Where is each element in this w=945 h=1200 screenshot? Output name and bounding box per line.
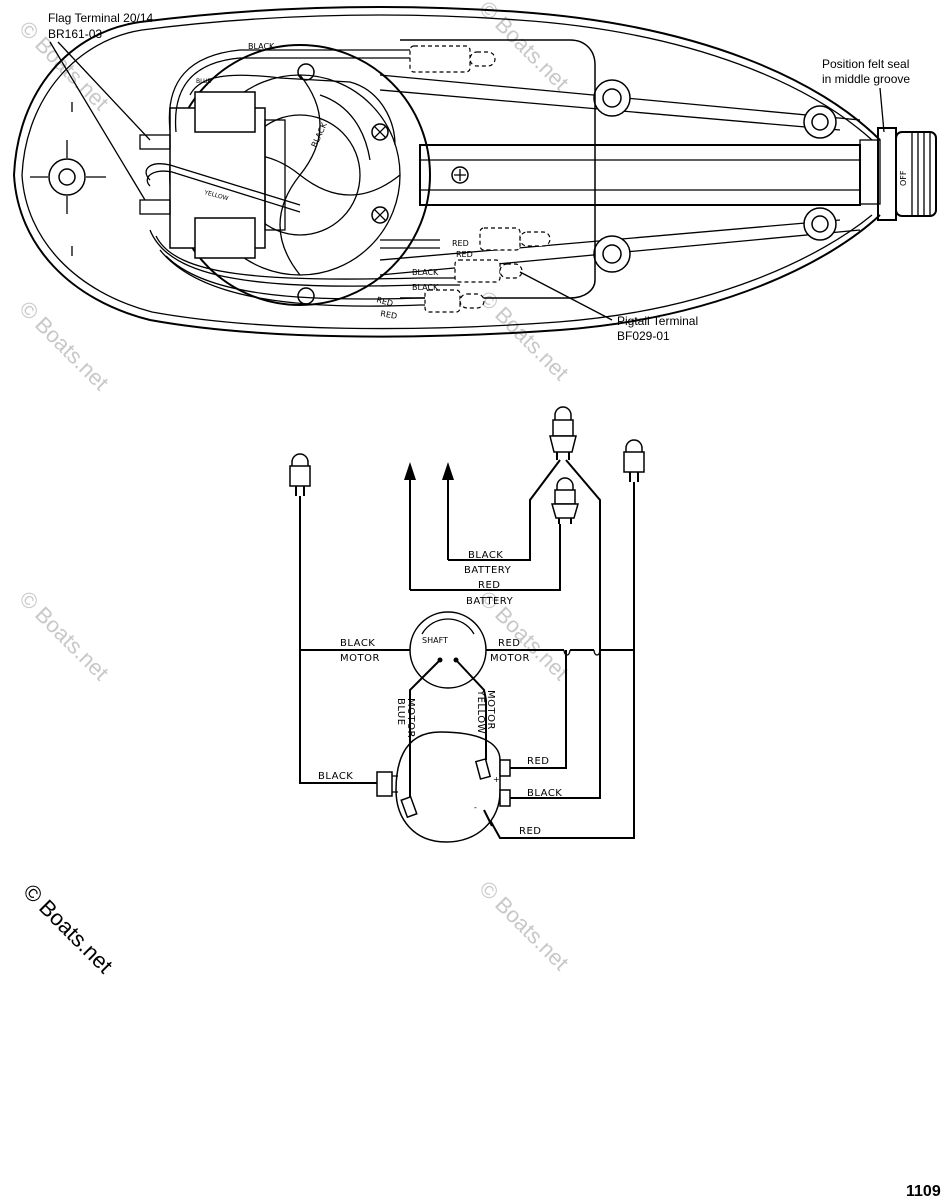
motor-top-view: OFF <box>12 6 937 338</box>
yellow-motor-label: YELLOW <box>475 689 486 734</box>
red-wire-label: RED <box>375 295 394 308</box>
yellow-motor-sub: MOTOR <box>485 690 496 730</box>
blue-wire-label: BLUE <box>196 78 212 85</box>
motor-red-label: RED <box>498 638 520 649</box>
pigtail-terminal-label: Pigtail Terminal <box>617 314 698 328</box>
motor-red-sub: MOTOR <box>490 653 530 664</box>
flag-terminal-callout: Flag Terminal 20/14 BR161-03 <box>48 11 153 201</box>
pigtail-connectors <box>409 45 551 313</box>
motor-black-label: BLACK <box>340 638 375 649</box>
battery-red-label: RED <box>478 580 500 591</box>
battery-connector-upper <box>549 406 577 460</box>
flag-terminal-label: Flag Terminal 20/14 <box>48 11 153 25</box>
black-wire-label: BLACK <box>412 268 439 277</box>
watermark-main: © Boats.net <box>18 879 117 978</box>
left-connector <box>289 453 311 496</box>
switch-black-label: BLACK <box>318 771 353 782</box>
blue-motor-label: BLUE <box>395 698 406 726</box>
felt-seal-callout: Position felt seal in middle groove <box>822 57 910 133</box>
off-label: OFF <box>899 170 908 186</box>
flag-terminal-part: BR161-03 <box>48 27 102 41</box>
black-wire-label: BLACK <box>248 42 275 51</box>
black-wire-label: BLACK <box>310 121 330 149</box>
battery-connector-lower <box>551 477 579 524</box>
switch-black-right-label: BLACK <box>527 788 562 799</box>
red-wire-label: RED <box>380 309 398 321</box>
watermark: © Boats.net <box>474 286 573 385</box>
top-view-wires <box>145 49 460 307</box>
minus-sign: - <box>474 803 477 812</box>
watermark: © Boats.net <box>14 296 113 395</box>
felt-seal-label: Position felt seal <box>822 57 909 71</box>
battery-red-sub: BATTERY <box>466 596 514 607</box>
pigtail-terminal-part: BF029-01 <box>617 329 670 343</box>
shaft-label: SHAFT <box>422 636 448 645</box>
black-wire-label: BLACK <box>412 283 439 292</box>
switch-red-lower-label: RED <box>519 826 541 837</box>
blue-motor-sub: MOTOR <box>405 698 416 738</box>
battery-black-label: BLACK <box>468 550 503 561</box>
watermark: © Boats.net <box>474 876 573 975</box>
red-wire-label: RED <box>452 239 469 248</box>
page-number: 1109 <box>906 1183 941 1200</box>
red-wire-label: RED <box>456 250 473 259</box>
right-connector <box>623 439 645 482</box>
watermark: © Boats.net <box>474 0 573 95</box>
plus-sign: + <box>493 775 500 784</box>
battery-black-sub: BATTERY <box>464 565 512 576</box>
felt-seal-label: in middle groove <box>822 72 910 86</box>
wiring-schematic: SHAFT + - BLACK BATTERY RED BATTERY BLAC… <box>289 406 645 843</box>
mounting-bosses <box>297 63 837 305</box>
switch-red-label: RED <box>527 756 549 767</box>
watermark: © Boats.net <box>14 586 113 685</box>
background-watermarks: © Boats.net © Boats.net © Boats.net © Bo… <box>14 0 573 975</box>
motor-black-sub: MOTOR <box>340 653 380 664</box>
pigtail-terminal-callout: Pigtail Terminal BF029-01 <box>519 271 698 343</box>
collar-grooves <box>911 132 931 216</box>
